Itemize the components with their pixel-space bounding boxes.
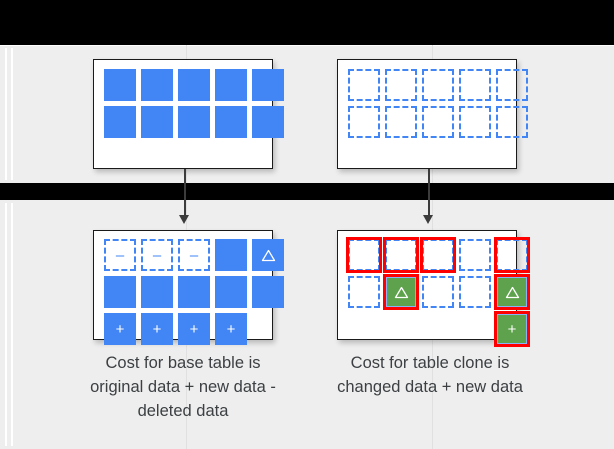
modified-base-table-cell-r2c4 — [215, 276, 247, 308]
initial-table-clone-cell-r2c1 — [348, 106, 380, 138]
caption-table-clone: Cost for table clone is changed data + n… — [337, 354, 523, 396]
modified-table-clone-cell-r3c4 — [459, 313, 491, 345]
modified-table-clone-cell-r1c1 — [346, 237, 382, 273]
initial-table-clone-cell-r1c1 — [348, 69, 380, 101]
plus-glyph: + — [115, 320, 125, 338]
initial-table-clone-cell-r1c5 — [496, 69, 528, 101]
original-base-table-grid — [104, 69, 284, 138]
modified-table-clone-cell-r2c1 — [348, 276, 380, 308]
lower-panel-left-rule-inner — [11, 203, 13, 446]
original-base-table-cell-r2c4 — [215, 106, 247, 138]
plus-glyph: + — [189, 320, 199, 338]
original-base-table-cell-r2c3 — [178, 106, 210, 138]
modified-base-table-cell-r3c2: + — [141, 313, 173, 345]
modified-table-clone-cell-r1c3 — [420, 237, 456, 273]
modified-base-table-cell-r1c1: – — [104, 239, 136, 271]
original-base-table-cell-r1c2 — [141, 69, 173, 101]
modified-base-table-cell-r3c5 — [252, 313, 284, 345]
modified-base-table-card: – – – + + + + — [93, 230, 284, 345]
modified-table-clone-cell-r2c5 — [494, 274, 530, 310]
modified-table-clone-card: + — [337, 230, 530, 347]
initial-table-clone-grid — [348, 69, 528, 138]
original-base-table-cell-r1c3 — [178, 69, 210, 101]
modified-table-clone-cell-r2c3 — [422, 276, 454, 308]
modified-table-clone-cell-r2c4 — [459, 276, 491, 308]
modified-base-table-cell-r2c5 — [252, 276, 284, 308]
modified-table-clone-cell-r3c1 — [348, 313, 380, 345]
modified-table-clone-cell-r2c2 — [383, 274, 419, 310]
upper-panel-top-edge — [0, 45, 614, 46]
original-base-table-cell-r2c2 — [141, 106, 173, 138]
minus-glyph: – — [152, 246, 162, 264]
modified-table-clone-cell-r3c2 — [385, 313, 417, 345]
modified-base-table-cell-r1c3: – — [178, 239, 210, 271]
minus-glyph: – — [189, 246, 199, 264]
lower-panel-left-rule-outer — [5, 203, 7, 446]
arrow-base-table — [175, 169, 195, 226]
plus-glyph: + — [152, 320, 162, 338]
initial-table-clone-cell-r2c3 — [422, 106, 454, 138]
modified-base-table-cell-r1c2: – — [141, 239, 173, 271]
initial-table-clone-cell-r1c3 — [422, 69, 454, 101]
modified-base-table-cell-r2c2 — [141, 276, 173, 308]
modified-base-table-cell-r3c3: + — [178, 313, 210, 345]
modified-table-clone-cell-r1c4 — [459, 239, 491, 271]
original-base-table-cell-r2c5 — [252, 106, 284, 138]
modified-base-table-cell-r3c4: + — [215, 313, 247, 345]
modified-base-table-cell-r3c1: + — [104, 313, 136, 345]
initial-table-clone-cell-r1c4 — [459, 69, 491, 101]
modified-base-table-cell-r2c3 — [178, 276, 210, 308]
initial-table-clone-cell-r1c2 — [385, 69, 417, 101]
initial-table-clone-card — [337, 59, 528, 169]
modified-table-clone-cell-r3c5: + — [494, 311, 530, 347]
upper-panel-left-rule-outer — [5, 48, 7, 180]
modified-table-clone-cell-r1c5 — [494, 237, 530, 273]
initial-table-clone-cell-r2c5 — [496, 106, 528, 138]
minus-glyph: – — [115, 246, 125, 264]
modified-table-clone-grid: + — [346, 237, 530, 347]
modified-table-clone-cell-r3c3 — [422, 313, 454, 345]
original-base-table-cell-r1c5 — [252, 69, 284, 101]
modified-base-table-cell-r2c1 — [104, 276, 136, 308]
original-base-table-cell-r1c1 — [104, 69, 136, 101]
plus-glyph: + — [507, 320, 517, 338]
upper-panel-left-rule-inner — [11, 48, 13, 180]
original-base-table-cell-r1c4 — [215, 69, 247, 101]
divider-black-band — [0, 183, 614, 200]
plus-glyph: + — [226, 320, 236, 338]
modified-base-table-grid: – – – + + + + — [104, 239, 284, 345]
original-base-table-card — [93, 59, 284, 169]
initial-table-clone-cell-r2c4 — [459, 106, 491, 138]
modified-base-table-cell-r1c4 — [215, 239, 247, 271]
original-base-table-cell-r2c1 — [104, 106, 136, 138]
modified-base-table-cell-r1c5 — [252, 239, 284, 271]
initial-table-clone-cell-r2c2 — [385, 106, 417, 138]
modified-table-clone-cell-r1c2 — [383, 237, 419, 273]
arrow-clone-table — [419, 169, 439, 226]
caption-base-table: Cost for base table is original data + n… — [90, 354, 276, 420]
